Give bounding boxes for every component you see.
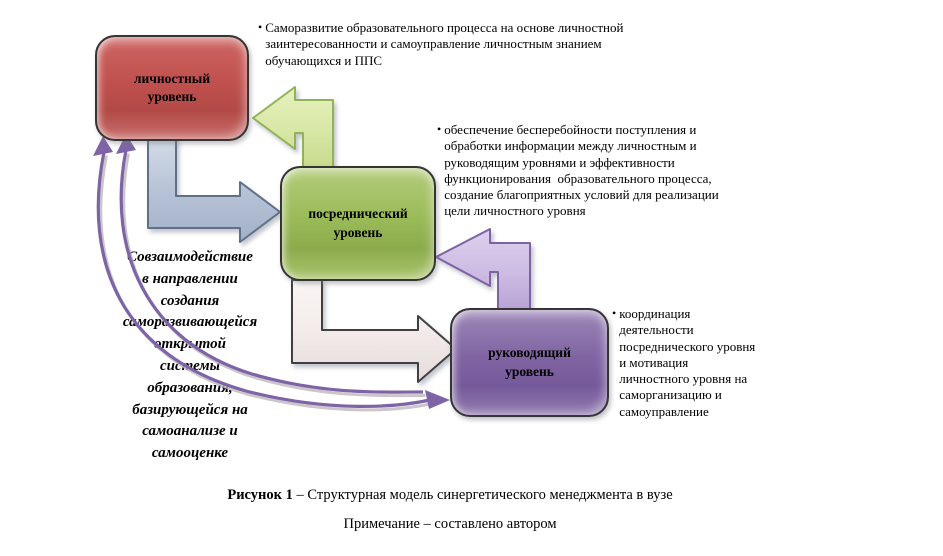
managing-level-note-text: координация деятельности посреднического…: [619, 306, 756, 419]
arrow-personal-to-intermediary: [147, 136, 281, 243]
side-note-text: Совзаимодействие в направлении создания …: [122, 249, 258, 462]
personal-level-note-text: Саморазвитие образовательного процесса н…: [265, 20, 624, 68]
bullet-icon: •: [258, 20, 263, 34]
bullet-icon: •: [612, 306, 617, 320]
feedback-arrows: [96, 149, 431, 408]
personal-level-note: • Саморазвитие образовательного процесса…: [258, 20, 718, 69]
arrow-intermediary-to-managing: [291, 279, 457, 383]
managing-level-note: • координация деятельности посредническо…: [612, 306, 812, 420]
arrow-intermediary-to-personal: [252, 86, 334, 169]
intermediary-level-note-text: обеспечение бесперебойности поступления …: [444, 122, 719, 219]
figure-caption-text: – Структурная модель синергетического ме…: [292, 487, 673, 503]
managing-level-box: руководящий уровень: [450, 308, 609, 417]
personal-level-box: личностный уровень: [95, 35, 249, 141]
bullet-icon: •: [437, 122, 442, 136]
feedback-arrow-to-personal: [119, 149, 424, 394]
intermediary-level-note: • обеспечение бесперебойности поступлени…: [437, 122, 807, 220]
arrowhead-up-outer: [93, 136, 113, 156]
figure-caption-label: Рисунок 1: [227, 487, 293, 503]
feedback-arrows-shadow: [99, 153, 433, 412]
intermediary-level-box: посреднический уровень: [280, 166, 436, 281]
feedback-arrow-to-managing: [96, 151, 431, 408]
arrowhead-up-inner: [116, 134, 136, 154]
figure-note: Примечание – составлено автором: [343, 516, 557, 532]
figure-caption: Рисунок 1 – Структурная модель синергети…: [0, 487, 900, 504]
feedback-arrowheads: [93, 134, 450, 409]
arrow-managing-to-intermediary: [435, 228, 531, 311]
arrowhead-right: [425, 390, 450, 409]
